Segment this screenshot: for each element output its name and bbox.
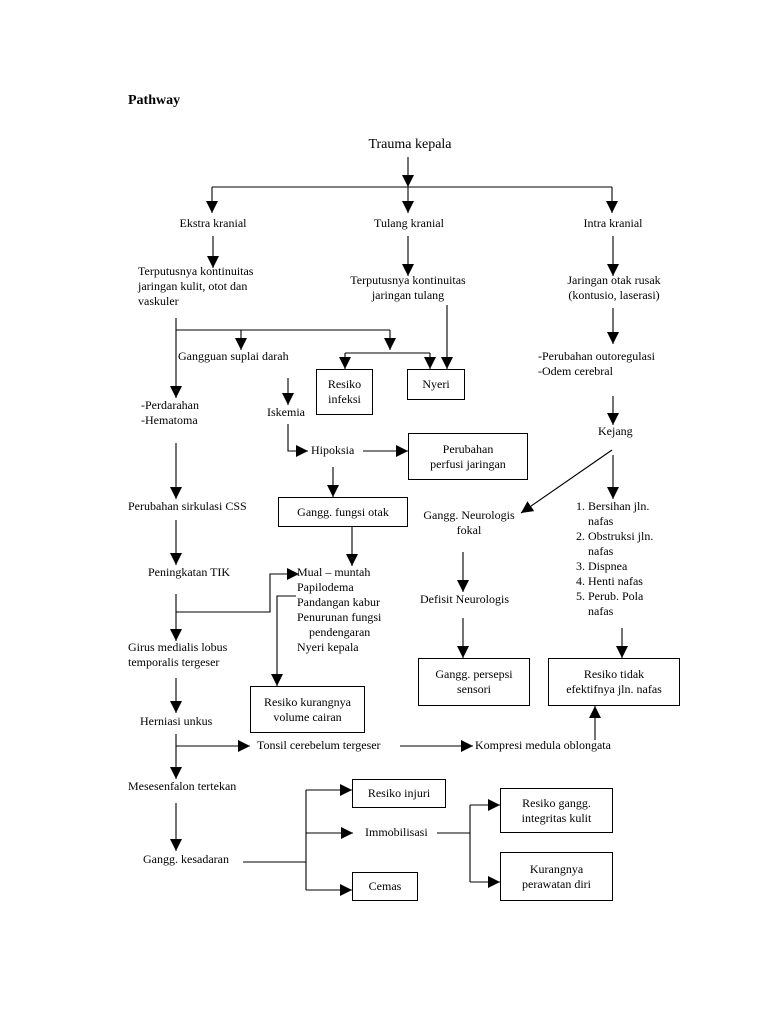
node-putus-tulang: Terputusnya kontinuitas jaringan tulang [323,273,493,303]
node-line: jaringan tulang [371,288,445,302]
list-item: 5. Perub. Pola [576,589,644,603]
node-trauma-kepala: Trauma kepala [368,137,452,152]
node-line: temporalis tergeser [128,655,220,669]
list-item: 3. Dispnea [576,559,628,573]
node-line: Girus medialis lobus [128,640,228,654]
node-line: volume cairan [273,709,342,724]
node-hipoksia: Hipoksia [311,443,355,457]
box-perawatan-diri: Kurangnya perawatan diri [500,852,613,901]
list-jalan-nafas: 1. Bersihan jln. nafas 2. Obstruksi jln.… [576,499,653,619]
list-item: 1. Bersihan jln. [576,499,650,513]
node-line: Gangg. persepsi [435,667,513,681]
node-line: efektifnya jln. nafas [566,682,662,696]
node-herniasi: Herniasi unkus [140,714,213,728]
node-sirkulasi-css: Perubahan sirkulasi CSS [128,499,247,513]
connector-kejang-to-neurologis [520,449,613,514]
box-nyeri: Nyeri [407,369,465,400]
node-line: fokal [456,523,482,537]
list-item: nafas [588,604,614,618]
node-line: (kontusio, laserasi) [568,288,660,302]
box-resiko-injuri: Resiko injuri [352,779,446,808]
box-resiko-nafas: Resiko tidak efektifnya jln. nafas [548,658,680,706]
node-kejang: Kejang [598,424,633,438]
node-line: Perubahan [442,441,494,456]
connector-iskemia-to-hipoksia [287,424,308,457]
list-item: pendengaran [309,625,371,639]
connector-tik-to-gejala [176,568,299,613]
node-line: perawatan diri [522,876,591,891]
node-intra-kranial: Intra kranial [583,216,643,230]
box-resiko-infeksi: Resiko infeksi [316,369,373,415]
node-line: infeksi [328,392,361,406]
node-line: Resiko [327,377,362,391]
node-perdarahan: -Perdarahan -Hematoma [141,398,199,428]
node-line: vaskuler [138,294,179,308]
node-line: integritas kulit [521,810,592,825]
node-line: Resiko tidak [583,667,645,681]
list-item: Mual – muntah [297,565,371,579]
connector-gejala-to-resiko-cairan [271,595,296,686]
node-tulang-kranial: Tulang kranial [374,216,444,230]
node-neurologis-fokal: Gangg. Neurologis fokal [412,508,526,538]
node-line: -Perdarahan [141,398,199,412]
node-autoregulasi: -Perubahan outoregulasi -Odem cerebral [538,349,655,379]
list-item: Pandangan kabur [297,595,380,609]
node-peningkatan-tik: Peningkatan TIK [148,565,231,579]
node-putus-kulit: Terputusnya kontinuitas jaringan kulit, … [138,264,253,309]
node-ekstra-kranial: Ekstra kranial [179,216,247,230]
list-gejala: Mual – muntah Papilodema Pandangan kabur… [297,565,381,655]
node-gangguan-suplai: Gangguan suplai darah [178,349,289,363]
box-fungsi-otak: Gangg. fungsi otak [278,497,408,527]
list-item: nafas [588,544,614,558]
list-item: Papilodema [297,580,354,594]
node-girus: Girus medialis lobus temporalis tergeser [128,640,227,670]
node-kesadaran: Gangg. kesadaran [143,852,229,866]
list-item: nafas [588,514,614,528]
node-line: -Hematoma [141,413,198,427]
node-line: Terputusnya kontinuitas [350,273,466,287]
node-line: sensori [457,682,491,696]
node-defisit-neurologis: Defisit Neurologis [420,592,509,606]
node-mesesenfalon: Mesesenfalon tertekan [128,779,237,793]
node-kompresi: Kompresi medula oblongata [475,738,611,752]
node-line: Resiko gangg. [522,795,591,810]
list-item: 2. Obstruksi jln. [576,529,654,543]
node-tonsil: Tonsil cerebelum tergeser [257,738,381,752]
node-line: Terputusnya kontinuitas [138,264,254,278]
box-persepsi-sensori: Gangg. persepsi sensori [418,658,530,706]
box-integritas-kulit: Resiko gangg. integritas kulit [500,788,613,833]
page-heading: Pathway [128,93,181,108]
node-iskemia: Iskemia [267,405,305,419]
node-line: perfusi jaringan [430,456,506,471]
node-line: Kurangnya [529,861,584,876]
node-immobilisasi: Immobilisasi [365,825,428,839]
box-resiko-cairan: Resiko kurangnya volume cairan [250,686,365,733]
list-item: Nyeri kepala [297,640,359,654]
node-line: Resiko kurangnya [264,694,351,709]
box-perfusi-jaringan: Perubahan perfusi jaringan [408,433,528,480]
list-item: 4. Henti nafas [576,574,643,588]
box-cemas: Cemas [352,872,418,901]
node-line: jaringan kulit, otot dan [138,279,248,293]
node-line: -Perubahan outoregulasi [538,349,655,363]
node-line: Jaringan otak rusak [567,273,661,287]
node-line: Gangg. Neurologis [423,508,515,522]
list-item: Penurunan fungsi [297,610,382,624]
node-line: -Odem cerebral [538,364,613,378]
node-otak-rusak: Jaringan otak rusak (kontusio, laserasi) [529,273,699,303]
